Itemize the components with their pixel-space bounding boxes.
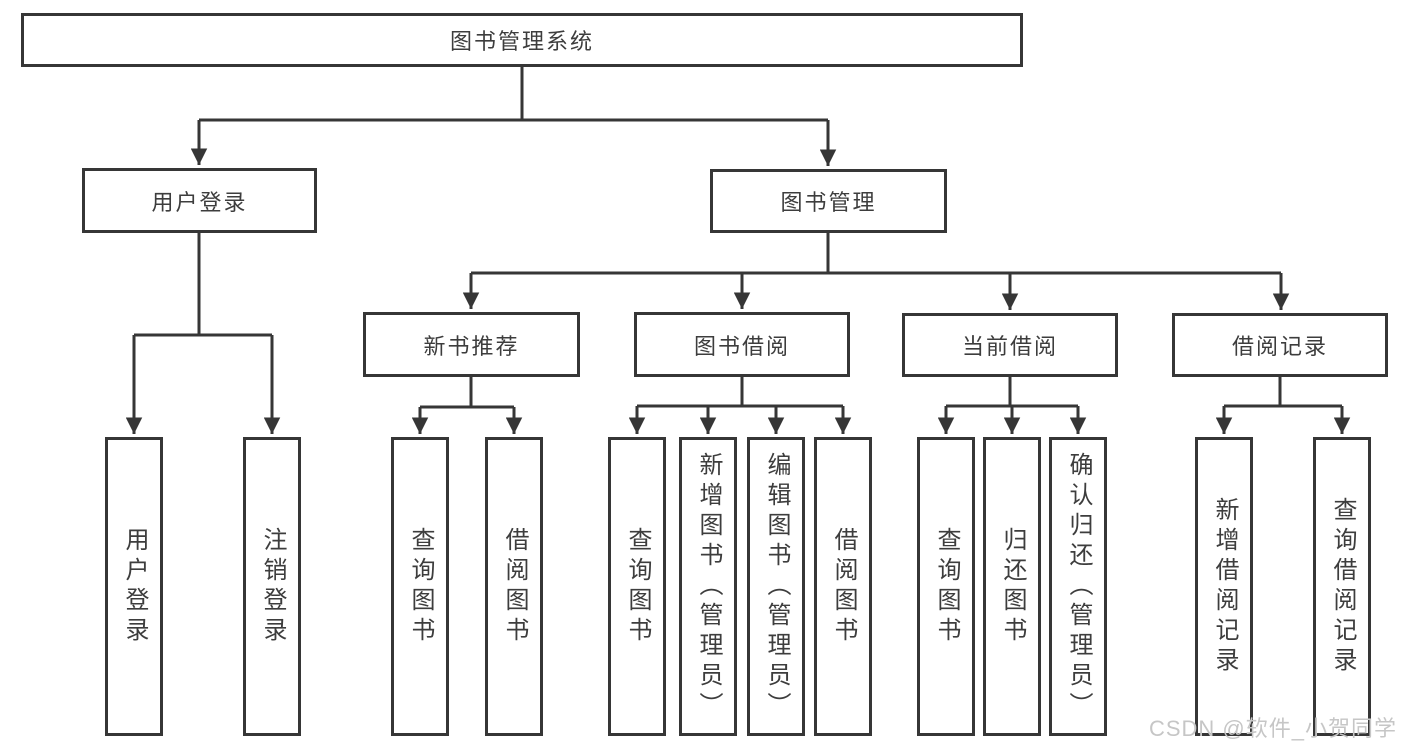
- node-label: 用户登录: [151, 189, 248, 215]
- node-edit-book-admin: 编辑图书（管理员）: [747, 437, 805, 736]
- node-label: 借阅图书: [830, 526, 857, 647]
- node-new-book-recommendation: 新书推荐: [363, 312, 580, 377]
- node-library-management-system: 图书管理系统: [21, 13, 1023, 67]
- node-label: 确认归还（管理员）: [1065, 451, 1092, 722]
- node-return-book: 归还图书: [983, 437, 1041, 736]
- node-book-management: 图书管理: [710, 169, 947, 233]
- node-label: 编辑图书（管理员）: [763, 451, 790, 722]
- node-label: 借阅记录: [1231, 334, 1328, 359]
- node-current-borrowing: 当前借阅: [902, 313, 1118, 377]
- node-borrow-books: 借阅图书: [485, 437, 543, 736]
- node-label: 归还图书: [999, 526, 1026, 647]
- node-query-borrow-record: 查询借阅记录: [1313, 437, 1371, 736]
- node-book-borrowing: 图书借阅: [634, 312, 850, 377]
- node-label: 新增借阅记录: [1211, 496, 1238, 677]
- node-label: 查询图书: [933, 526, 960, 647]
- node-query-books: 查询图书: [917, 437, 975, 736]
- node-label: 新增图书（管理员）: [695, 451, 722, 722]
- node-label: 图书借阅: [693, 333, 790, 359]
- node-confirm-return-admin: 确认归还（管理员）: [1049, 437, 1107, 736]
- node-label: 新书推荐: [423, 333, 520, 359]
- node-logout: 注销登录: [243, 437, 301, 736]
- node-label: 当前借阅: [961, 334, 1058, 359]
- node-label: 查询图书: [407, 526, 434, 647]
- node-label: 用户登录: [121, 526, 148, 647]
- node-add-book-admin: 新增图书（管理员）: [679, 437, 737, 736]
- node-label: 图书管理系统: [449, 29, 594, 54]
- node-label: 查询借阅记录: [1329, 496, 1356, 677]
- node-label: 查询图书: [624, 526, 651, 647]
- node-label: 借阅图书: [501, 526, 528, 647]
- node-user-login-branch: 用户登录: [82, 168, 317, 233]
- watermark: CSDN @软件_小贺同学: [1148, 716, 1397, 741]
- node-query-books: 查询图书: [608, 437, 666, 736]
- node-label: 图书管理: [780, 190, 877, 215]
- node-add-borrow-record: 新增借阅记录: [1195, 437, 1253, 736]
- node-label: 注销登录: [259, 526, 286, 647]
- node-user-login: 用户登录: [105, 437, 163, 736]
- node-query-books: 查询图书: [391, 437, 449, 736]
- node-borrow-books: 借阅图书: [814, 437, 872, 736]
- node-borrowing-records: 借阅记录: [1172, 313, 1388, 377]
